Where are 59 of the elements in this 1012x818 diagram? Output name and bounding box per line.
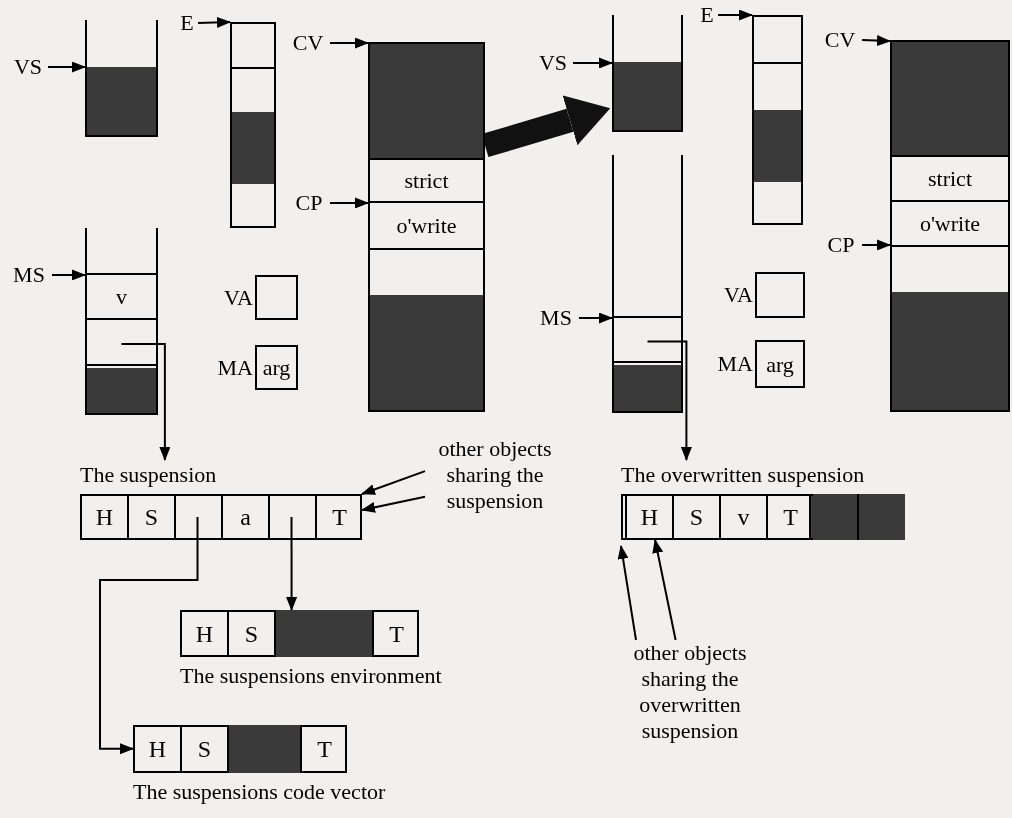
register-box: arg: [755, 340, 805, 388]
register-label: VA: [724, 282, 753, 308]
pointer-arrow: [197, 16, 231, 28]
register-label: MA: [217, 354, 253, 381]
annotation-text: other objects sharing the suspension: [425, 436, 565, 514]
pointer-label: MS: [6, 262, 52, 288]
pointer-arrow: [361, 495, 426, 513]
pointer-label: E: [696, 2, 718, 28]
pointer-arrow: [361, 470, 426, 495]
pointer-arrow: [617, 545, 637, 641]
record-caption: The suspensions code vector: [133, 779, 386, 805]
stack-column: [612, 15, 683, 132]
record-caption: The suspension: [80, 462, 217, 488]
shaded-slot: [892, 42, 1008, 155]
shaded-slot: [370, 44, 483, 158]
shaded-slot: [370, 295, 483, 410]
record-caption: The suspensions environment: [180, 663, 442, 689]
stack-column: [85, 20, 158, 137]
record-cell: T: [766, 494, 813, 540]
memory-column: [230, 22, 276, 228]
pointer-label: VS: [533, 50, 573, 76]
register-label: VA: [224, 284, 253, 311]
pointer-arrow: [329, 197, 369, 209]
pointer-arrow: [99, 516, 199, 755]
pointer-label: VS: [8, 54, 48, 80]
pointer-arrow: [329, 37, 369, 49]
pointer-arrow: [120, 343, 171, 461]
memory-column: [890, 40, 1010, 412]
pointer-arrow: [51, 269, 86, 281]
register-box: [255, 275, 298, 320]
register-box: [755, 272, 805, 318]
pointer-label: CP: [820, 232, 862, 258]
pointer-arrow: [646, 340, 692, 461]
pointer-arrow: [861, 239, 891, 251]
record-caption: The overwritten suspension: [621, 462, 865, 488]
pointer-label: CV: [818, 27, 862, 53]
pointer-label: CP: [288, 190, 330, 216]
stack-column: [85, 228, 158, 415]
pointer-arrow: [572, 57, 613, 69]
pointer-arrow: [578, 312, 613, 324]
shaded-slot: [892, 292, 1008, 410]
pointer-arrow: [47, 61, 86, 73]
memory-cell: [614, 316, 681, 363]
pointer-label: E: [176, 10, 198, 36]
stack-column: [612, 155, 683, 413]
pointer-label: CV: [286, 30, 330, 56]
memory-cell: v: [87, 273, 156, 320]
memory-cell: o'write: [370, 201, 483, 250]
memory-column: [752, 15, 803, 225]
pointer-arrow: [861, 35, 891, 47]
pointer-label: MS: [533, 305, 579, 331]
register-label: MA: [717, 351, 753, 377]
register-box: arg: [255, 345, 298, 390]
pointer-arrow: [652, 539, 677, 641]
pointer-arrow: [286, 516, 298, 611]
pointer-arrow: [717, 9, 753, 21]
memory-cell: o'write: [892, 200, 1008, 247]
memory-column: [368, 42, 485, 412]
annotation-text: other objects sharing the overwritten suspension: [600, 640, 780, 746]
